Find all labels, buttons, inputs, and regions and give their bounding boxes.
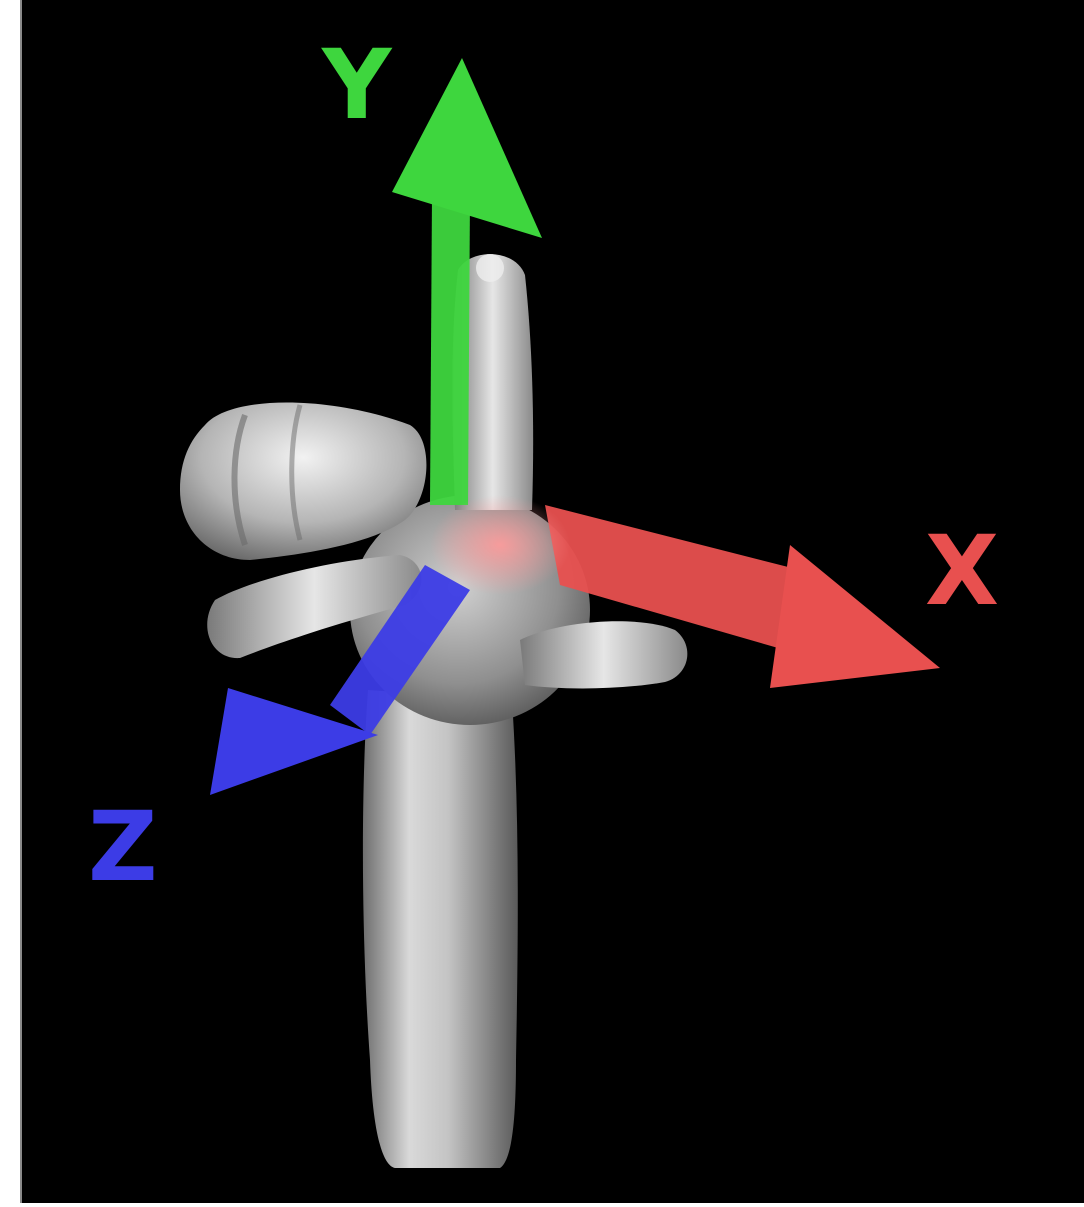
forearm bbox=[363, 690, 518, 1168]
fingertip-highlight bbox=[476, 254, 504, 282]
x-axis-head bbox=[770, 545, 940, 688]
x-axis-label: X bbox=[925, 515, 999, 627]
origin-glow bbox=[430, 495, 570, 595]
y-axis-head bbox=[392, 58, 542, 238]
thumb bbox=[520, 621, 687, 688]
z-axis-label: Z bbox=[88, 791, 158, 903]
y-axis-shaft bbox=[430, 195, 470, 505]
y-axis-label: Y bbox=[321, 29, 393, 141]
